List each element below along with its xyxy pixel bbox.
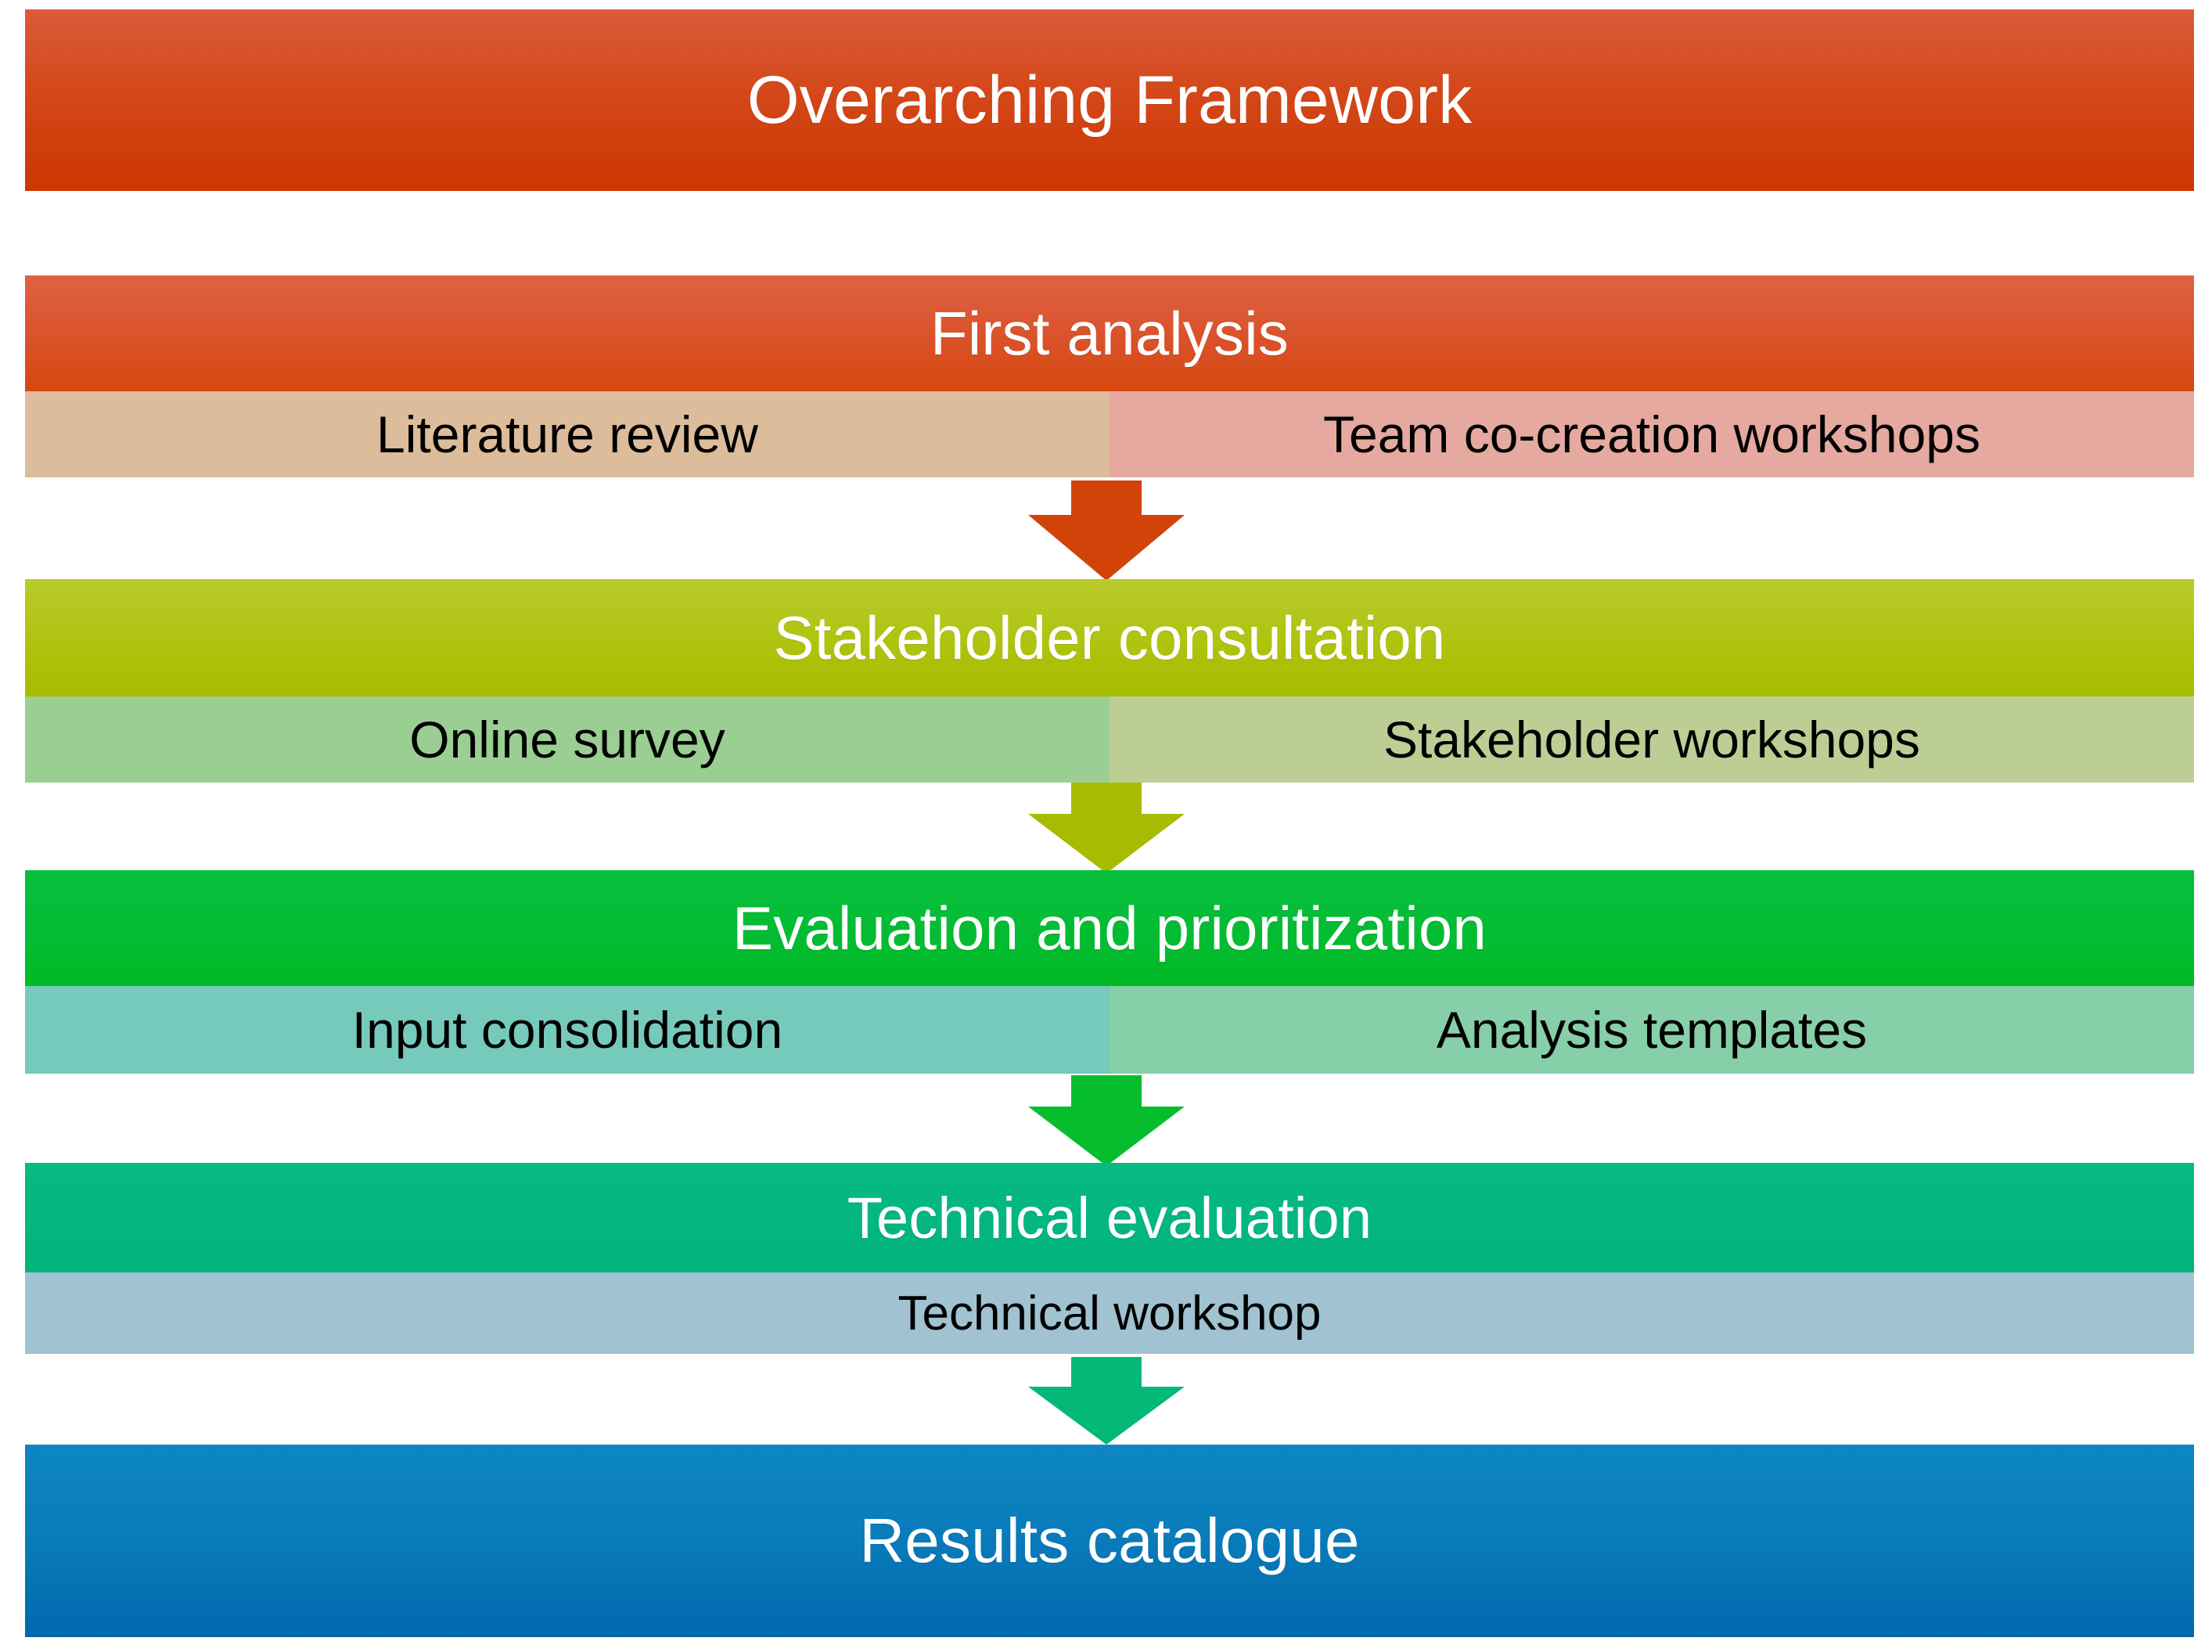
sub-item-technical-workshop: Technical workshop — [25, 1272, 2194, 1354]
sub-item-literature-review-label: Literature review — [376, 405, 758, 463]
sub-item-analysis-templates-label: Analysis templates — [1436, 1001, 1868, 1059]
sub-item-stakeholder-workshops-label: Stakeholder workshops — [1383, 711, 1921, 768]
stage-stakeholder-consultation-subrow: Online survey Stakeholder workshops — [25, 696, 2194, 783]
stage-evaluation-and-prioritization: Evaluation and prioritization Input cons… — [25, 870, 2194, 1074]
sub-item-team-co-creation-workshops-label: Team co-creation workshops — [1322, 405, 1981, 463]
stage-evaluation-and-prioritization-title: Evaluation and prioritization — [732, 893, 1487, 963]
stage-technical-evaluation: Technical evaluation Technical workshop — [25, 1163, 2194, 1354]
stage-evaluation-and-prioritization-header: Evaluation and prioritization — [25, 870, 2194, 986]
stage-stakeholder-consultation-header: Stakeholder consultation — [25, 579, 2194, 696]
sub-item-analysis-templates: Analysis templates — [1110, 986, 2194, 1074]
sub-item-input-consolidation: Input consolidation — [25, 986, 1110, 1074]
stage-first-analysis-title: First analysis — [930, 298, 1289, 368]
results-catalogue-label: Results catalogue — [859, 1506, 1360, 1575]
down-arrow-icon-technical-to-results — [1027, 1357, 1185, 1445]
down-arrow-icon-stakeholder-to-evaluation — [1027, 783, 1185, 873]
stage-stakeholder-consultation: Stakeholder consultation Online survey S… — [25, 579, 2194, 783]
sub-item-stakeholder-workshops: Stakeholder workshops — [1110, 696, 2194, 783]
down-arrow-icon-evaluation-to-technical — [1027, 1075, 1185, 1166]
stage-technical-evaluation-title: Technical evaluation — [847, 1185, 1372, 1251]
stage-first-analysis: First analysis Literature review Team co… — [25, 275, 2194, 477]
down-arrow-icon-first-analysis-to-stakeholder — [1027, 480, 1185, 581]
stage-technical-evaluation-subrow: Technical workshop — [25, 1272, 2194, 1354]
stage-first-analysis-header: First analysis — [25, 275, 2194, 391]
results-catalogue-banner: Results catalogue — [25, 1445, 2194, 1637]
sub-item-technical-workshop-label: Technical workshop — [897, 1286, 1322, 1341]
sub-item-online-survey-label: Online survey — [409, 711, 725, 768]
sub-item-team-co-creation-workshops: Team co-creation workshops — [1110, 391, 2194, 477]
sub-item-online-survey: Online survey — [25, 696, 1110, 783]
sub-item-input-consolidation-label: Input consolidation — [351, 1001, 783, 1059]
sub-item-literature-review: Literature review — [25, 391, 1110, 477]
overarching-framework-banner: Overarching Framework — [25, 9, 2194, 191]
stage-first-analysis-subrow: Literature review Team co-creation works… — [25, 391, 2194, 477]
stage-evaluation-and-prioritization-subrow: Input consolidation Analysis templates — [25, 986, 2194, 1074]
overarching-framework-label: Overarching Framework — [746, 62, 1473, 138]
stage-stakeholder-consultation-title: Stakeholder consultation — [773, 603, 1446, 672]
stage-technical-evaluation-header: Technical evaluation — [25, 1163, 2194, 1272]
